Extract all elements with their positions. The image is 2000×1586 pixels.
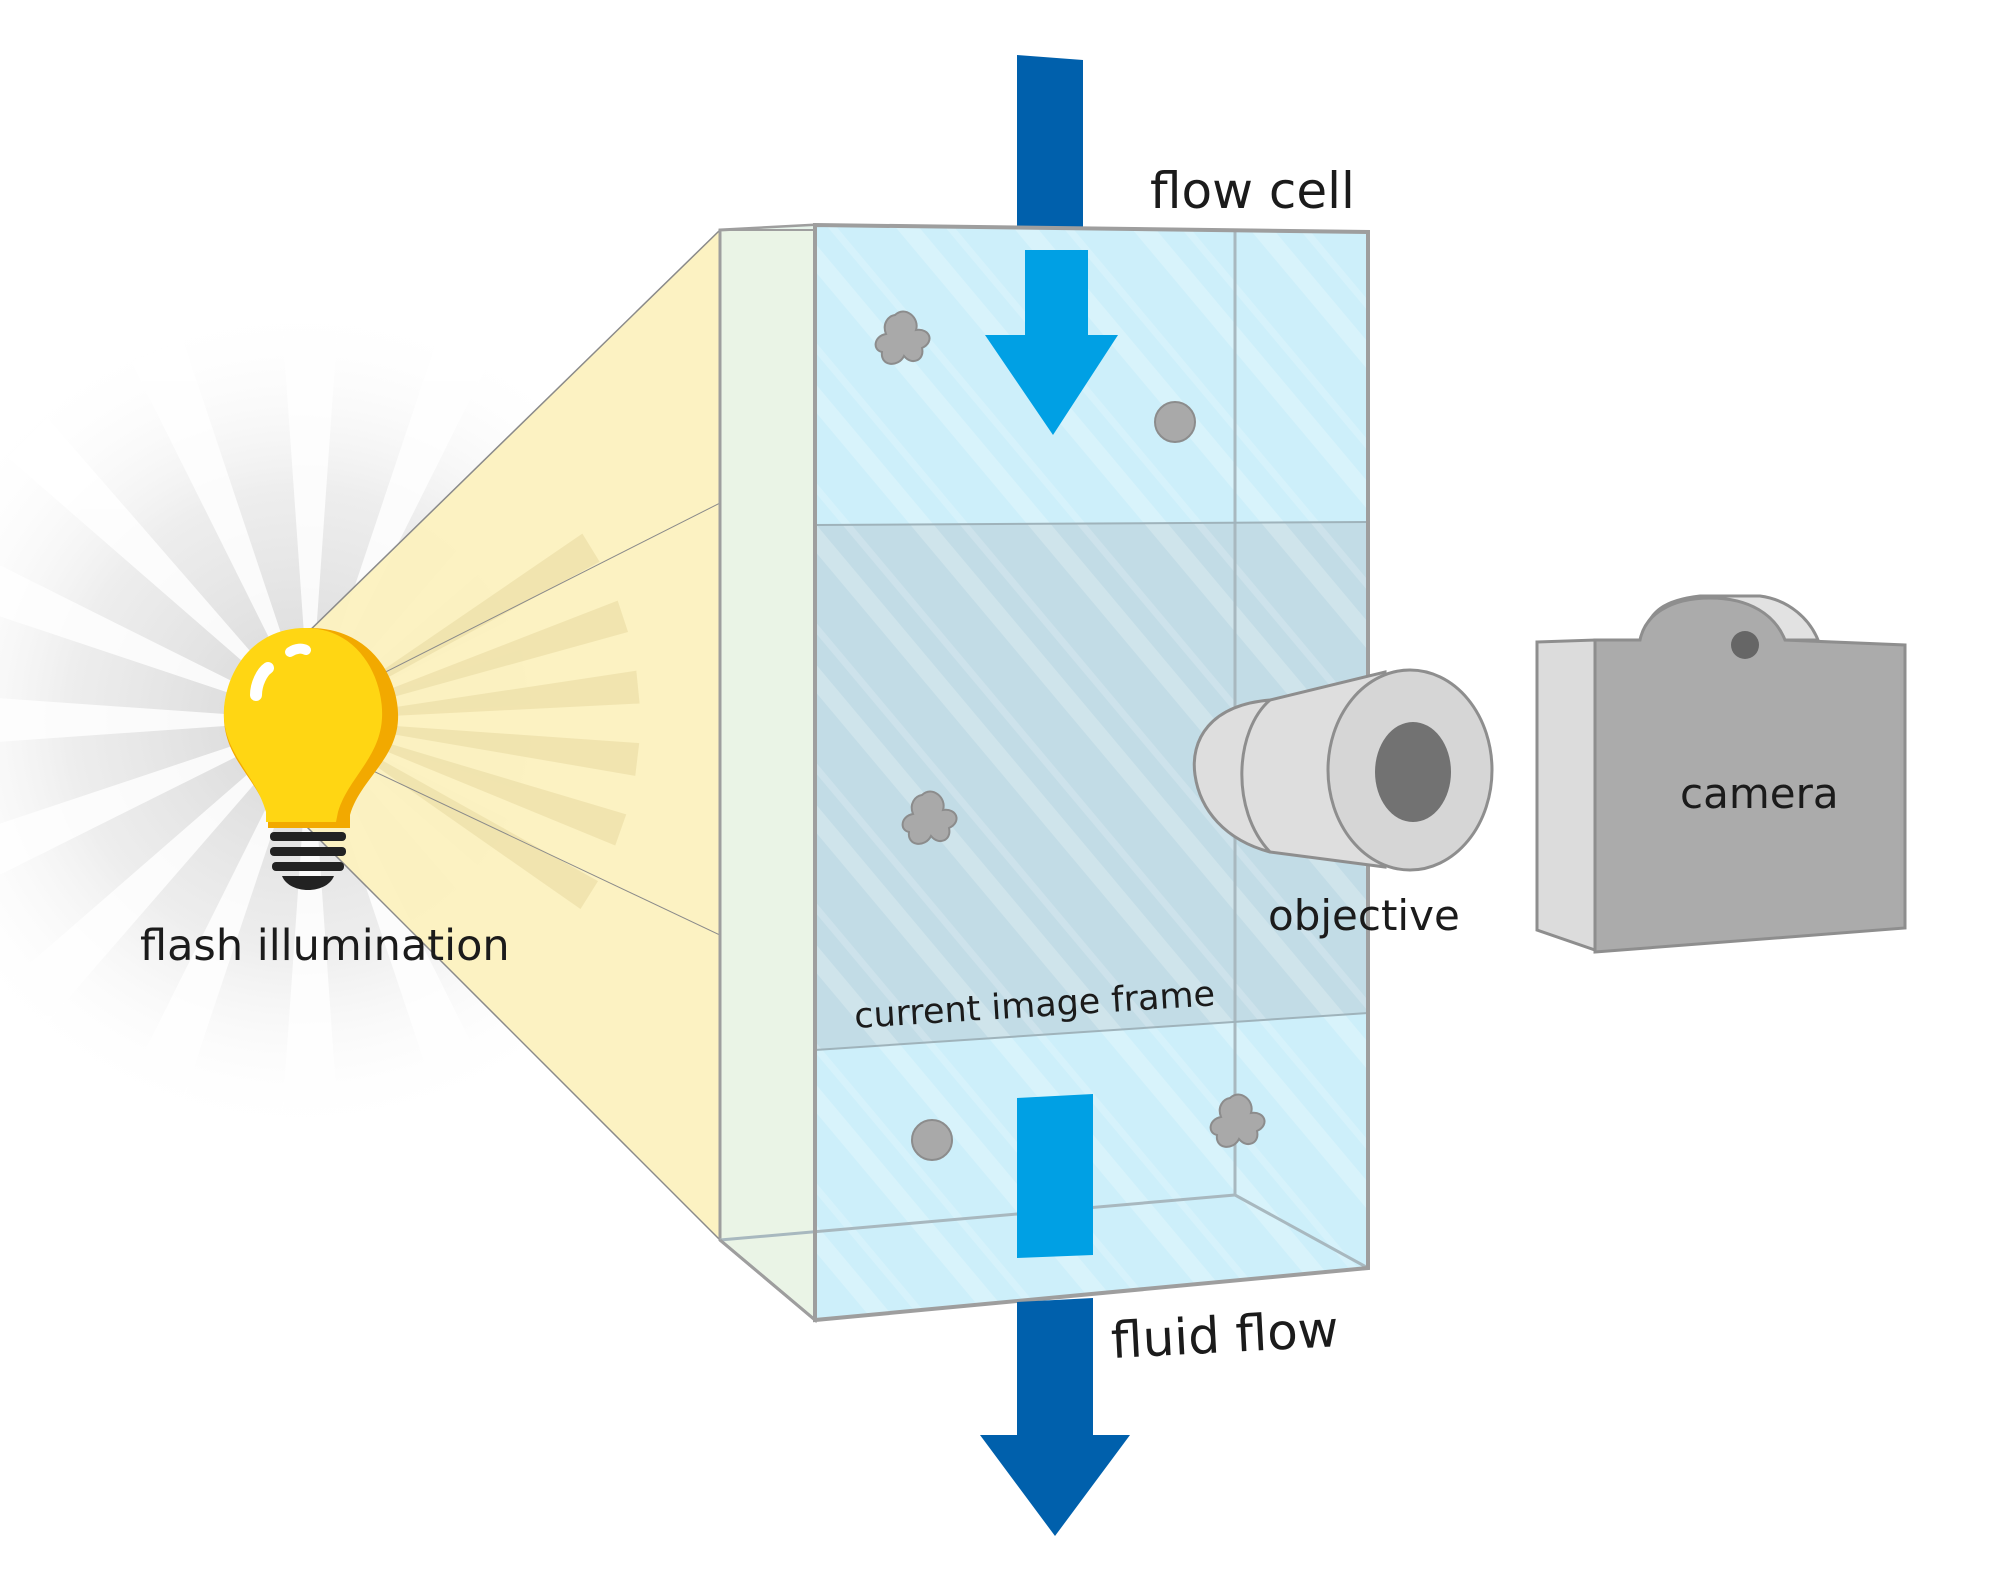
glow-ray xyxy=(282,320,338,720)
outflow-arrow xyxy=(980,1298,1130,1536)
particles xyxy=(874,310,1266,1161)
glow-ray xyxy=(0,720,310,875)
objective-lens-icon xyxy=(1192,668,1494,872)
light-ray xyxy=(310,720,627,846)
glow-ray xyxy=(8,418,311,720)
glow-ray xyxy=(0,698,310,742)
fluid-flow-label: fluid flow xyxy=(1110,1300,1340,1370)
outflow-bar xyxy=(1017,1094,1093,1258)
inflow-arrow xyxy=(1017,55,1083,240)
particle-round xyxy=(911,1119,953,1161)
particle-irregular xyxy=(901,790,958,845)
light-ray xyxy=(310,720,599,910)
particle-round xyxy=(1154,401,1196,443)
camera-label: camera xyxy=(1680,769,1839,818)
glow-ray xyxy=(131,340,310,720)
glow-ray xyxy=(8,720,311,1022)
flash-illumination-label: flash illumination xyxy=(140,921,510,971)
particle-irregular xyxy=(874,310,931,365)
light-bulb-icon xyxy=(223,628,399,890)
flow-cell xyxy=(718,222,1370,1324)
flow-direction-arrow xyxy=(985,250,1118,435)
objective-label: objective xyxy=(1268,891,1460,940)
glow-ray xyxy=(282,720,338,1120)
particle-irregular xyxy=(1209,1093,1266,1148)
flow-cell-label: flow cell xyxy=(1150,162,1355,220)
glow-ray xyxy=(131,720,310,1100)
camera-body-icon xyxy=(1535,594,1907,954)
